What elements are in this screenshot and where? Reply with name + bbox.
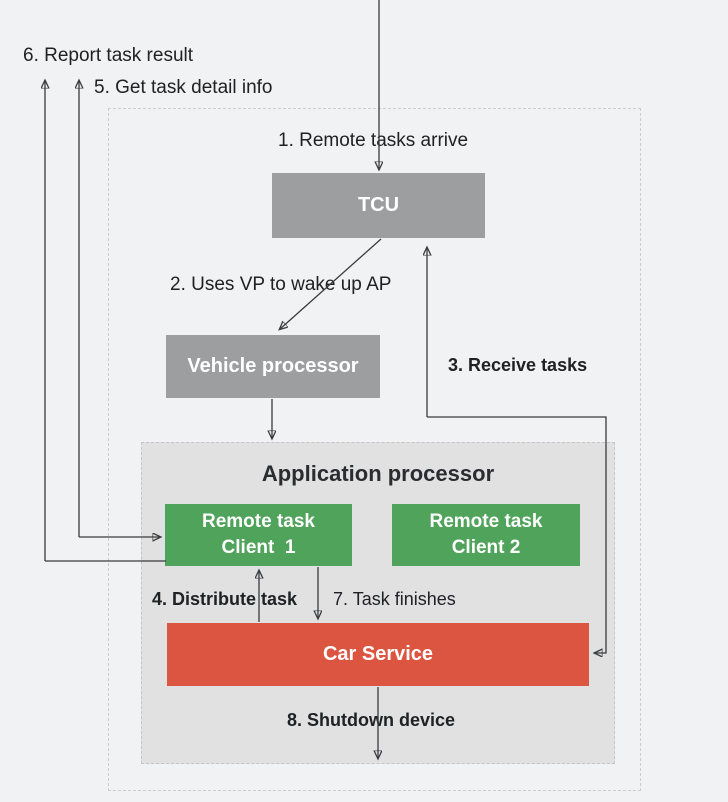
step-label-uses-vp-to-wake-ap: 2. Uses VP to wake up AP [170,274,392,295]
step-label-shutdown-device: 8. Shutdown device [287,710,456,730]
step-label-remote-tasks-arrive: 1. Remote tasks arrive [278,130,469,151]
tcu-box: TCU [272,173,485,238]
remote-task-client-1-box: Remote task Client 1 [165,504,352,566]
application-processor-title: Application processor [261,461,495,486]
step-label-distribute-task: 4. Distribute task [152,589,298,609]
step-label-receive-tasks: 3. Receive tasks [448,355,588,375]
car-service-box: Car Service [167,623,589,686]
step-label-report-task-result: 6. Report task result [23,45,194,66]
vehicle-processor-box: Vehicle processor [166,335,380,398]
device-dashed-boundary [108,108,641,791]
step-label-get-task-detail-info: 5. Get task detail info [94,77,273,98]
remote-task-client-2-box: Remote task Client 2 [392,504,580,566]
step-label-task-finishes: 7. Task finishes [333,589,456,609]
